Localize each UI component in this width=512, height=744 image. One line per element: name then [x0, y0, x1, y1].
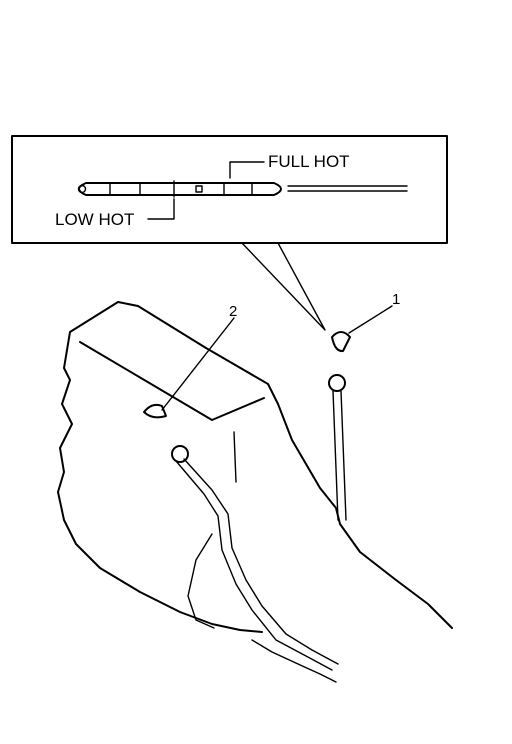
dipstick-2-handle [143, 403, 167, 419]
inset-pointer [241, 242, 326, 331]
callout-1-leader [348, 305, 393, 334]
low-hot-label: LOW HOT [55, 210, 134, 229]
dipstick-2-grommet [171, 445, 189, 463]
detail-inset: FULL HOT LOW HOT [11, 135, 448, 244]
dipstick-1 [328, 331, 351, 521]
dipstick-blade-detail [77, 180, 408, 198]
callout-1-label: 1 [392, 291, 400, 308]
callout-2-leader [161, 317, 235, 411]
low-hot-leader [147, 198, 175, 220]
dipstick-1-handle [331, 331, 351, 353]
dipstick-2 [143, 403, 339, 671]
callout-2-label: 2 [229, 303, 237, 320]
engine-housing [57, 301, 453, 683]
dipstick-1-grommet [328, 374, 346, 392]
inset-frame [11, 135, 448, 244]
full-hot-label: FULL HOT [268, 152, 350, 171]
full-hot-leader [229, 161, 265, 179]
